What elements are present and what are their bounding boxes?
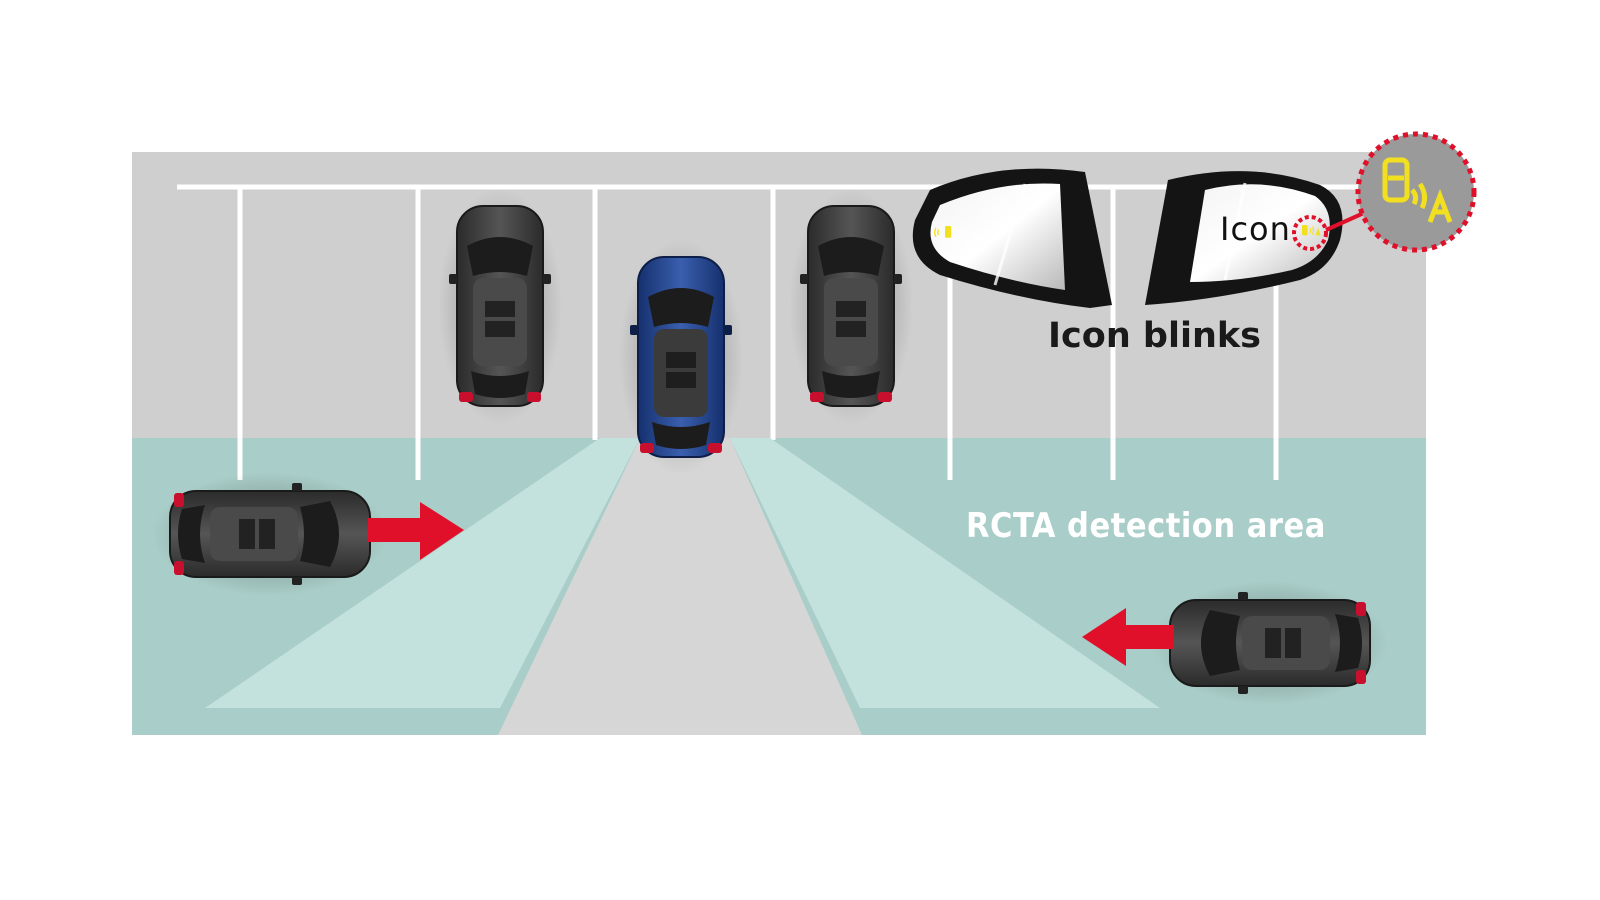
right-mirror: [1145, 171, 1343, 305]
rcta-warning-icon: [1302, 225, 1321, 236]
ego-car: [618, 238, 744, 476]
left-mirror: [912, 168, 1112, 308]
reversing-lane: [498, 438, 862, 735]
rcta-warning-icon: [1382, 157, 1453, 223]
parked-car-2: [788, 187, 914, 425]
icon-label: Icon: [1220, 210, 1291, 248]
crossing-car-left: [151, 471, 389, 597]
sensor-beam-left: [205, 438, 640, 708]
icon-highlight-circle: [1292, 215, 1328, 251]
rcta-area-label: RCTA detection area: [966, 506, 1326, 546]
red-arrow-icon: [368, 502, 464, 560]
parked-car-1: [437, 187, 563, 425]
crossing-car-right: [1151, 580, 1389, 706]
callout-line: [1325, 210, 1367, 232]
red-arrow-icon: [1082, 608, 1174, 666]
sensor-beam-right: [730, 438, 1160, 708]
magnified-icon-bubble: [1355, 131, 1477, 253]
icon-blinks-label: Icon blinks: [1048, 316, 1261, 356]
rcta-warning-icon: [933, 226, 952, 238]
